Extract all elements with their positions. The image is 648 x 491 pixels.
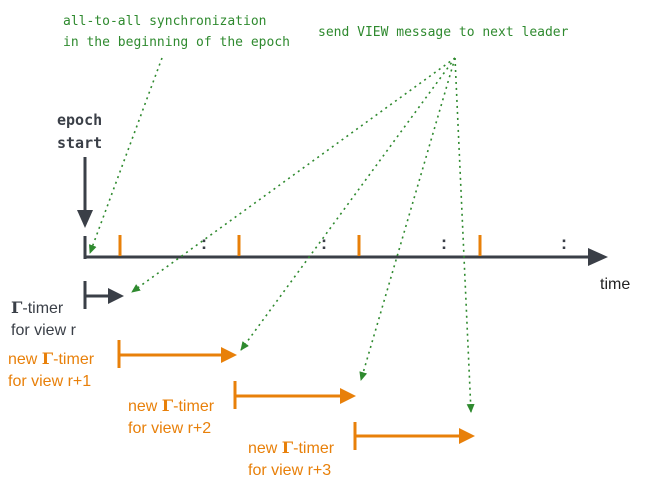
view-message-arrows [131,57,475,413]
epoch-label-line1: epoch [57,111,102,129]
axis-dots-2: : [321,233,327,253]
epoch-start-arrow [77,157,93,228]
view-message-annotation: send VIEW message to next leader [318,25,569,40]
timer-view-r1-label-line2: for view r+1 [8,373,91,390]
axis-dots-1: : [201,233,207,253]
time-axis-label: time [600,276,630,293]
timer-view-r-arrow [83,281,124,309]
timer-view-r-label-line2: for view r [11,322,77,339]
axis-dots-3: : [441,233,447,253]
timer-view-r1-arrow [117,340,237,368]
timer-view-r3-label-line2: for view r+3 [248,462,331,479]
axis-dots-4: : [561,233,567,253]
timer-view-r2-label-line1: new Γ-timer [128,396,215,415]
sync-annotation-line1: all-to-all synchronization [63,14,267,29]
timer-view-r1-label-line1: new Γ-timer [8,349,95,368]
time-axis [83,236,608,266]
timer-view-r3-arrow [353,422,475,450]
timer-view-r2-arrow [233,381,356,409]
timer-view-r2-label-line2: for view r+2 [128,420,211,437]
epoch-label-line2: start [57,134,102,152]
timer-view-r3-label-line1: new Γ-timer [248,438,335,457]
timer-view-r-label-line1: Γ-timer [11,298,64,317]
sync-pointer-arrow [89,57,163,254]
sync-annotation-line2: in the beginning of the epoch [63,35,290,50]
